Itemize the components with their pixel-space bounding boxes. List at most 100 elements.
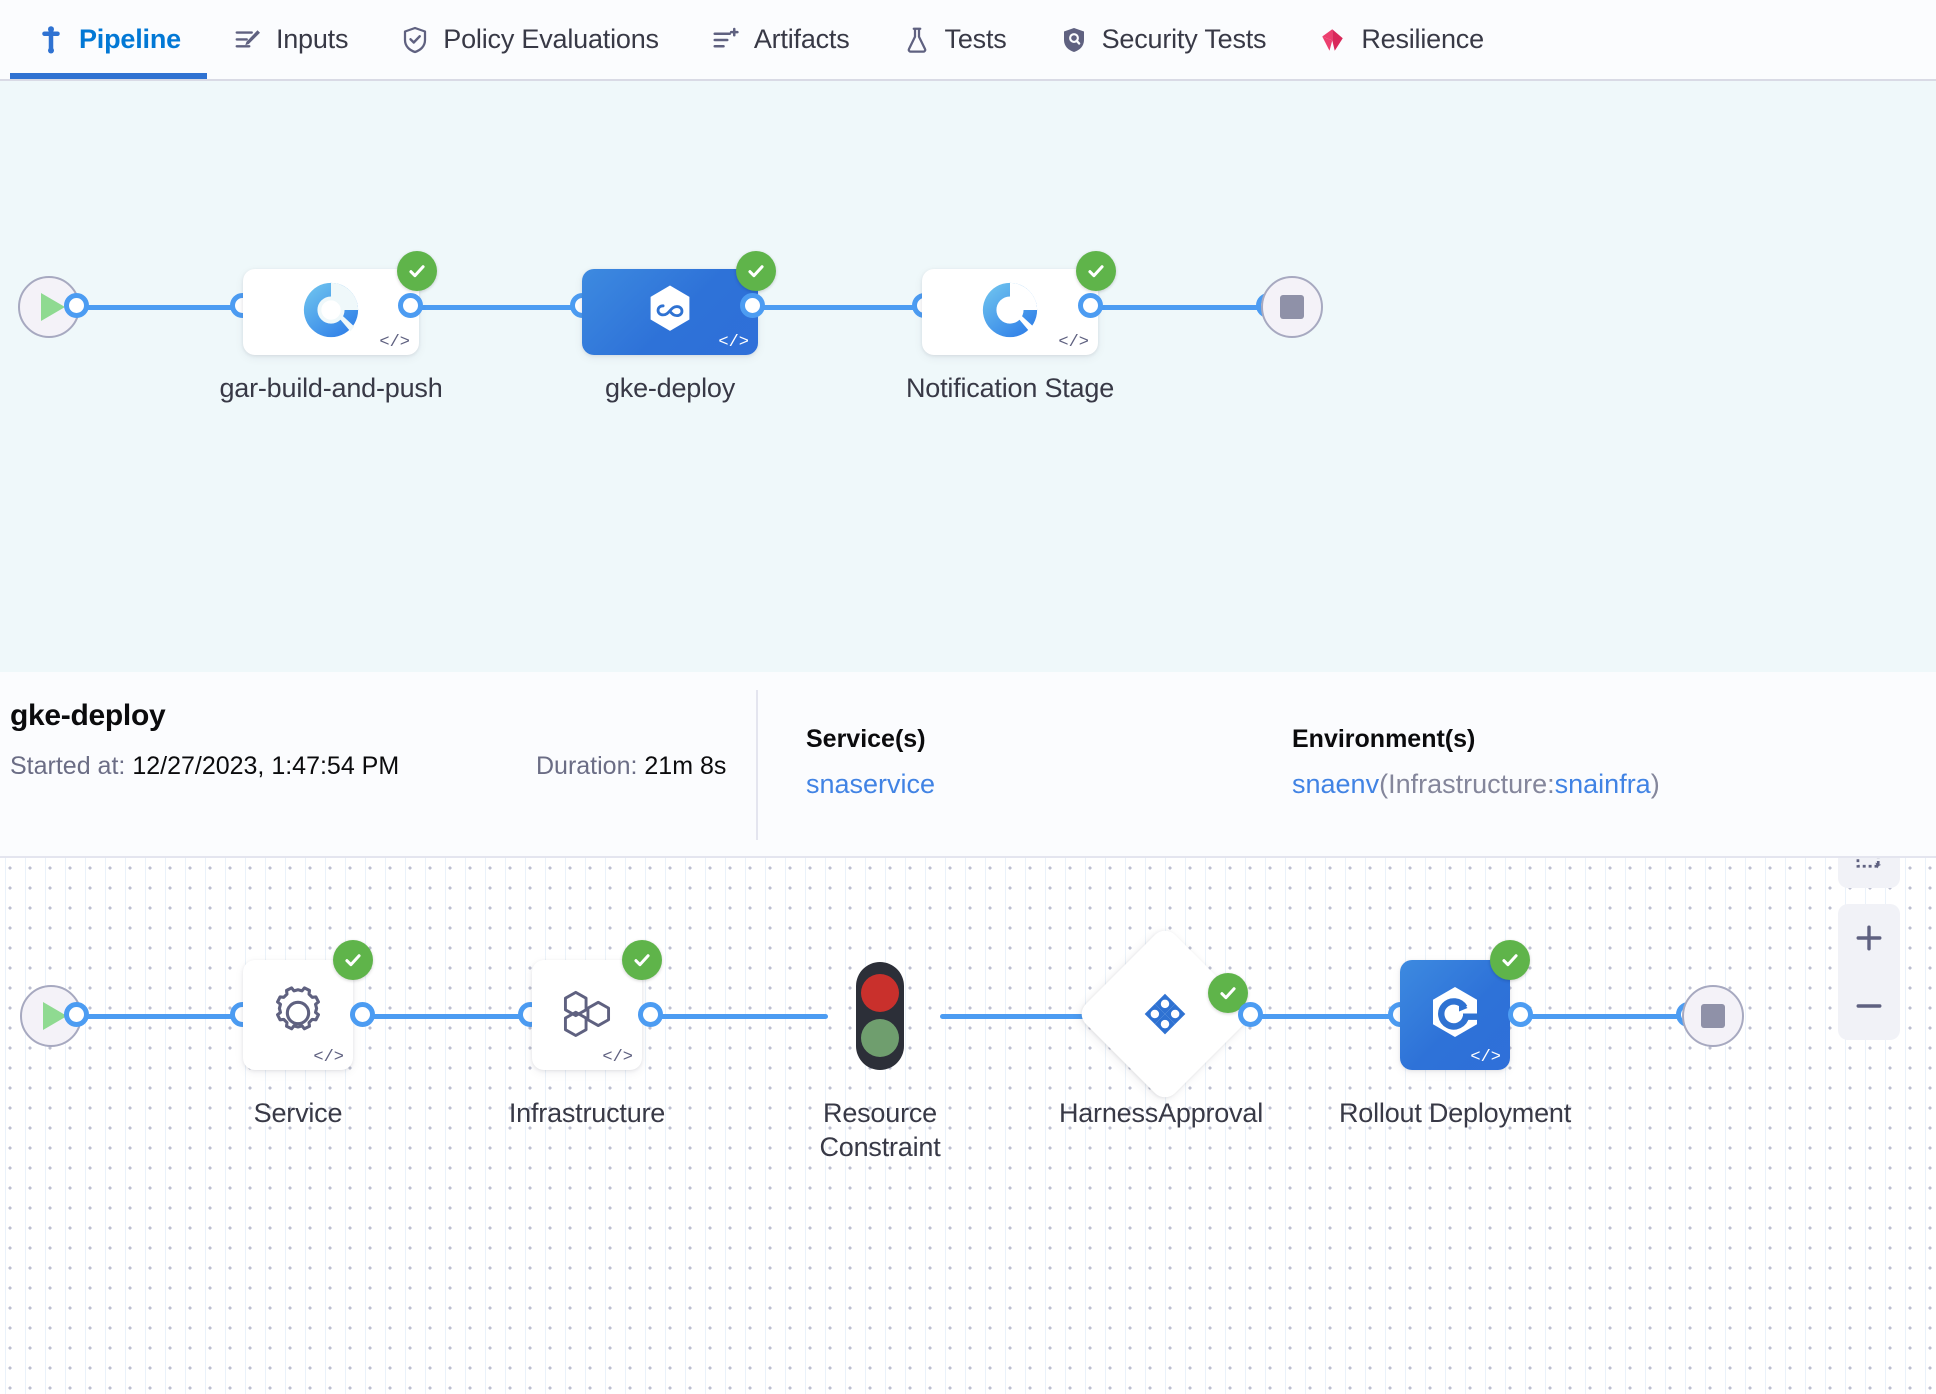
harness-approval-icon (1140, 989, 1190, 1039)
edge-service-to-infrastructure (362, 1014, 542, 1019)
stage-start-output-port (64, 1002, 89, 1027)
tab-pipeline[interactable]: Pipeline (10, 0, 207, 79)
tab-inputs[interactable]: Inputs (207, 0, 374, 79)
resilience-icon (1318, 25, 1348, 55)
flask-icon (902, 25, 932, 55)
info-divider-1 (756, 690, 758, 840)
edge-approval-to-rollout (1250, 1014, 1402, 1019)
harness-ci-build-icon (300, 279, 362, 346)
edge-notification-to-end (1092, 305, 1274, 310)
harness-ci-build-icon (979, 279, 1041, 346)
status-badge-success (1490, 940, 1530, 980)
stage-node-infrastructure[interactable]: </> (532, 940, 662, 1070)
hexagons-icon (557, 983, 617, 1048)
security-shield-icon (1059, 25, 1089, 55)
environment-link-group[interactable]: snaenv(Infrastructure:snainfra) (1292, 769, 1660, 800)
service-link-text[interactable]: snaservice (806, 769, 936, 799)
execution-tab-bar: Pipeline Inputs (0, 0, 1936, 81)
harness-cd-infinity-icon (641, 281, 699, 344)
stage-node-rollout-deployment[interactable]: </> (1400, 940, 1530, 1070)
tab-tests-label: Tests (944, 24, 1007, 54)
tab-policy-evaluations[interactable]: Policy Evaluations (374, 0, 685, 79)
status-badge-success (1076, 251, 1116, 291)
pipeline-node-label-gar: gar-build-and-push (219, 373, 443, 403)
yaml-code-icon[interactable]: </> (379, 333, 410, 352)
tab-artifacts-label: Artifacts (753, 24, 850, 54)
stage-end-node[interactable] (1682, 985, 1744, 1047)
started-at-label: Started at: (10, 752, 126, 780)
zoom-in-button[interactable] (1838, 907, 1900, 969)
pipeline-node-notification-stage[interactable]: </> (922, 251, 1116, 355)
stage-info-bar: gke-deploy Started at: 12/27/2023, 1:47:… (0, 672, 1936, 858)
gear-icon (267, 982, 329, 1049)
tab-policy-evaluations-label: Policy Evaluations (443, 24, 659, 54)
gar-output-port (398, 293, 423, 318)
stage-node-label-rollout-deployment: Rollout Deployment (1338, 1098, 1572, 1128)
status-badge-success (333, 940, 373, 980)
stage-execution-graph-canvas[interactable]: </> Service </> (0, 858, 1936, 1394)
services-label: Service(s) (806, 725, 926, 753)
stage-node-resource-constraint[interactable] (850, 958, 910, 1074)
tab-pipeline-label: Pipeline (79, 24, 181, 54)
edge-resource-constraint-to-approval (940, 1014, 1090, 1019)
environments-label: Environment(s) (1292, 725, 1476, 753)
yaml-code-icon[interactable]: </> (1058, 333, 1089, 352)
edge-infrastructure-to-resource-constraint (650, 1014, 828, 1019)
rollout-deployment-icon (1423, 981, 1487, 1050)
stage-node-label-service: Service (253, 1098, 343, 1128)
stop-icon (1701, 1004, 1725, 1028)
yaml-code-icon[interactable]: </> (313, 1048, 344, 1067)
tab-tests[interactable]: Tests (876, 0, 1033, 79)
play-icon (40, 293, 65, 321)
stage-node-label-harness-approval: HarnessApproval (1058, 1098, 1264, 1128)
tab-resilience[interactable]: Resilience (1292, 0, 1510, 79)
environment-link-text[interactable]: snaenv (1292, 769, 1380, 799)
duration-value: 21m 8s (644, 752, 727, 780)
gke-output-port (740, 293, 765, 318)
policy-shield-icon (400, 25, 430, 55)
duration-label: Duration: (536, 752, 638, 780)
edge-gke-to-notification (752, 305, 934, 310)
pipeline-end-node[interactable] (1261, 276, 1323, 338)
zoom-out-button[interactable] (1838, 975, 1900, 1037)
infrastructure-link-text[interactable]: snainfra (1554, 769, 1651, 799)
pipeline-node-gke-deploy[interactable]: </> (582, 251, 776, 355)
yaml-code-icon[interactable]: </> (718, 333, 749, 352)
yaml-code-icon[interactable]: </> (602, 1048, 633, 1067)
edge-start-to-gar (74, 305, 254, 310)
stop-icon (1280, 295, 1304, 319)
stage-title: gke-deploy (10, 699, 166, 732)
pipeline-node-label-gke: gke-deploy (604, 373, 736, 403)
environment-infra-prefix: (Infrastructure: (1379, 769, 1555, 799)
tab-security-tests-label: Security Tests (1101, 24, 1267, 54)
tab-security-tests[interactable]: Security Tests (1033, 0, 1293, 79)
status-badge-success (622, 940, 662, 980)
stage-node-service[interactable]: </> (243, 940, 373, 1070)
artifacts-icon (711, 25, 741, 55)
tab-resilience-label: Resilience (1361, 24, 1484, 54)
environment-suffix: ) (1650, 769, 1660, 799)
infrastructure-output-port (638, 1002, 663, 1027)
service-output-port (350, 1002, 375, 1027)
status-badge-success (736, 251, 776, 291)
approval-output-port (1238, 1002, 1263, 1027)
pipeline-node-gar-build-and-push[interactable]: </> (243, 251, 437, 355)
pipeline-icon (36, 25, 66, 55)
zoom-controls-stack (1838, 904, 1900, 1040)
edge-start-to-service (72, 1014, 254, 1019)
yaml-code-icon[interactable]: </> (1470, 1048, 1501, 1067)
inputs-icon (233, 25, 263, 55)
duration-row: Duration: 21m 8s (536, 752, 726, 781)
rollout-output-port (1508, 1002, 1533, 1027)
tab-artifacts[interactable]: Artifacts (685, 0, 876, 79)
stage-node-label-resource-constraint: Resource Constraint (819, 1098, 941, 1163)
status-badge-success (397, 251, 437, 291)
pipeline-graph-canvas[interactable]: </> gar-build-and-push </> (0, 81, 1936, 672)
zoom-to-selection-button[interactable] (1838, 858, 1900, 888)
service-link[interactable]: snaservice (806, 769, 935, 800)
edge-rollout-to-end (1520, 1014, 1692, 1019)
started-at-value: 12/27/2023, 1:47:54 PM (132, 752, 400, 780)
play-icon (42, 1002, 67, 1030)
start-output-port (64, 293, 89, 318)
